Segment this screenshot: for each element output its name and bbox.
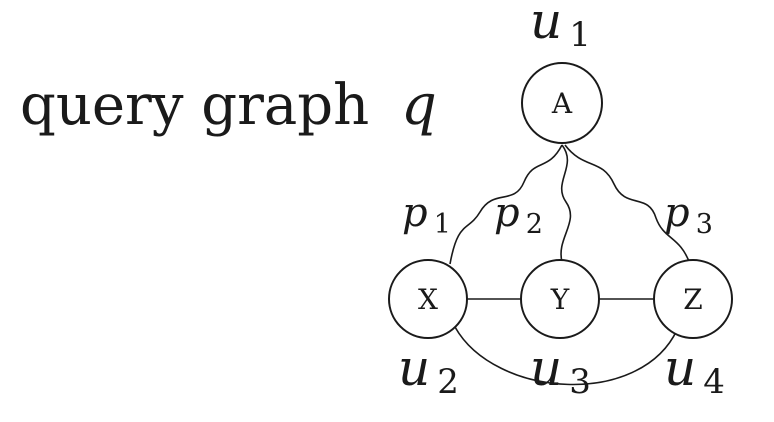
path-tag-p1: p 1 [402,190,451,240]
path-tag-p3-sub: 3 [696,209,713,240]
vertex-tag-u4: u 4 [664,339,725,402]
vertex-u2-label: X [418,283,438,316]
vertex-u3-label: Y [550,283,570,316]
vertex-u1-circle [521,62,603,144]
path-tag-p3-base: p [664,190,690,236]
vertex-tag-u3-sub: 3 [569,362,591,402]
path-edge-p1 [449,144,563,265]
vertex-u4: Z [653,259,733,339]
vertex-u2-circle [388,259,468,339]
vertex-u3: Y [520,259,600,339]
vertex-tag-u1-sub: 1 [569,15,591,55]
vertex-u1: A [521,62,603,144]
path-tag-p3: p 3 [664,190,713,240]
path-edge-p3 [564,144,691,265]
path-tag-p1-base: p [402,190,428,236]
path-tag-p2: p 2 [494,190,543,240]
path-tag-p2-sub: 2 [526,209,543,240]
vertex-tag-u4-sub: 4 [703,362,725,402]
vertex-tag-u3: u 3 [530,339,591,402]
path-tag-p2-base: p [494,190,520,236]
diagram-title: query graph q [20,73,437,138]
title-variable: q [401,73,437,138]
vertex-u4-circle [653,259,733,339]
vertex-tag-u2-sub: 2 [437,362,459,402]
vertex-tag-u3-base: u [530,339,562,397]
title-text: query graph [20,73,369,138]
vertex-u3-circle [520,259,600,339]
vertex-tag-u1-base: u [530,0,562,50]
vertex-u4-label: Z [683,283,702,316]
vertex-u2: X [388,259,468,339]
vertex-tag-u4-base: u [664,339,696,397]
vertex-u1-label: A [551,87,573,120]
vertex-tag-u2-base: u [398,339,430,397]
path-edge-p2 [560,144,572,263]
vertex-tag-u1: u 1 [530,0,591,55]
edge-x-z [454,326,678,386]
path-tag-p1-sub: 1 [434,209,451,240]
vertex-tag-u2: u 2 [398,339,459,402]
